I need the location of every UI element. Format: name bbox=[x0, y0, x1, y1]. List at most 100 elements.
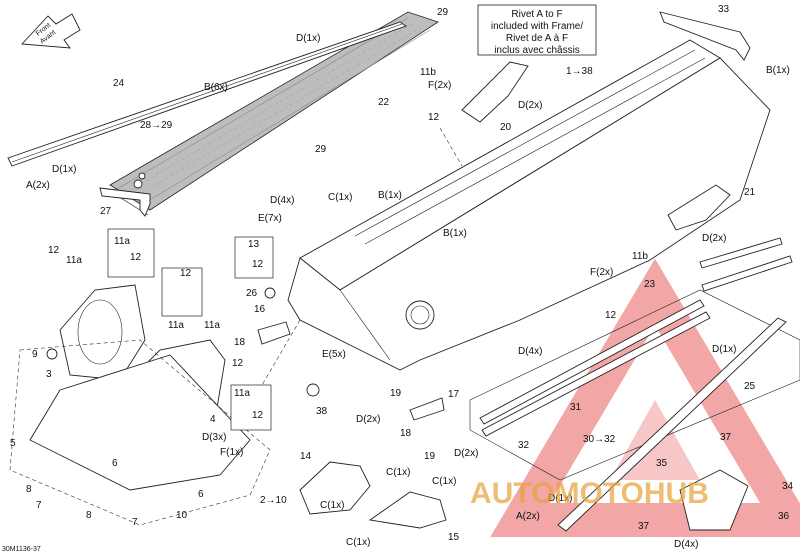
watermark-triangle bbox=[490, 258, 800, 537]
callout-c1x-c: C(1x) bbox=[432, 476, 456, 487]
callout-15: 15 bbox=[448, 532, 460, 543]
callout-6a: 6 bbox=[112, 458, 118, 469]
callout-d1x-left: D(1x) bbox=[52, 164, 76, 175]
callout-21: 21 bbox=[744, 187, 756, 198]
callout-c1x-top: C(1x) bbox=[328, 192, 352, 203]
callout-d1x-low: D(1x) bbox=[548, 493, 572, 504]
callout-11b-top: 11b bbox=[420, 67, 436, 78]
callout-12-top: 12 bbox=[428, 112, 440, 123]
callout-b1x-top: B(1x) bbox=[378, 190, 402, 201]
detail-box-mid bbox=[230, 384, 272, 431]
callout-a2x-low: A(2x) bbox=[516, 511, 540, 522]
callout-32: 32 bbox=[518, 440, 530, 451]
part-38 bbox=[306, 383, 320, 397]
callout-1-38: 1→38 bbox=[566, 66, 593, 77]
callout-9: 9 bbox=[32, 349, 38, 360]
callout-11a-box: 11a bbox=[234, 388, 250, 399]
plate-20 bbox=[461, 61, 529, 123]
callout-29b: 29 bbox=[315, 144, 327, 155]
callout-12-grid: 12 bbox=[180, 268, 192, 279]
callout-27: 27 bbox=[100, 206, 112, 217]
figure-code: 30M1136-37 bbox=[2, 546, 41, 553]
note-line-4: inclus avec châssis bbox=[494, 45, 580, 56]
callout-f2x-right: F(2x) bbox=[590, 267, 613, 278]
callout-7b: 7 bbox=[132, 517, 138, 528]
motor-plate bbox=[59, 284, 146, 381]
part-26 bbox=[264, 287, 276, 299]
callout-23: 23 bbox=[644, 279, 656, 290]
callout-12-mid: 12 bbox=[232, 358, 244, 369]
runner-24 bbox=[7, 21, 407, 167]
runner-25 bbox=[557, 317, 787, 532]
callout-5: 5 bbox=[10, 438, 16, 449]
plate-21 bbox=[667, 184, 731, 231]
part-9 bbox=[46, 348, 58, 360]
callout-6b: 6 bbox=[198, 489, 204, 500]
callout-33: 33 bbox=[718, 4, 730, 15]
note-line-3: Rivet de A à F bbox=[506, 33, 568, 44]
rear-bumper bbox=[679, 469, 749, 531]
detail-box-grid bbox=[161, 267, 203, 317]
callout-11a-grid: 11a bbox=[168, 320, 184, 331]
main-frame bbox=[229, 39, 771, 441]
callout-10: 10 bbox=[176, 510, 188, 521]
detail-box-12-11a bbox=[107, 228, 155, 278]
callout-e5x: E(5x) bbox=[322, 349, 346, 360]
callout-3: 3 bbox=[46, 369, 52, 380]
callout-b1x-33: B(1x) bbox=[766, 65, 790, 76]
callout-36: 36 bbox=[778, 511, 790, 522]
callout-d4x-low: D(4x) bbox=[674, 539, 698, 550]
callout-c1x-a: C(1x) bbox=[386, 467, 410, 478]
callout-11a-l1: 11a bbox=[66, 255, 82, 266]
callout-8b: 8 bbox=[86, 510, 92, 521]
callout-37a: 37 bbox=[720, 432, 732, 443]
callout-e7x: E(7x) bbox=[258, 213, 282, 224]
callout-34: 34 bbox=[782, 481, 794, 492]
note-line-1: Rivet A to F bbox=[511, 9, 562, 20]
callout-29a: 29 bbox=[437, 7, 449, 18]
callout-35: 35 bbox=[656, 458, 668, 469]
callout-b1x-mid: B(1x) bbox=[443, 228, 467, 239]
callout-24: 24 bbox=[113, 78, 125, 89]
callout-38: 38 bbox=[316, 406, 328, 417]
callout-14: 14 bbox=[300, 451, 312, 462]
callout-11a-l2: 11a bbox=[114, 236, 130, 247]
callout-f1x: F(1x) bbox=[220, 447, 243, 458]
callout-25: 25 bbox=[744, 381, 756, 392]
callout-d2x-19b: D(2x) bbox=[454, 448, 478, 459]
part-14 bbox=[299, 461, 371, 515]
slider-box bbox=[469, 237, 800, 481]
callout-12-red: 12 bbox=[605, 310, 617, 321]
callout-a2x-left: A(2x) bbox=[26, 180, 50, 191]
watermark-text: AUTOMOTOHUB bbox=[470, 477, 709, 510]
callout-11a-mid: 11a bbox=[204, 320, 220, 331]
callout-d3x: D(3x) bbox=[202, 432, 226, 443]
rivet-note-box: Rivet A to F included with Frame/ Rivet … bbox=[477, 4, 597, 56]
callout-12-13: 12 bbox=[252, 259, 264, 270]
callout-30-32: 30→32 bbox=[583, 434, 616, 445]
callout-d2x-19: D(2x) bbox=[356, 414, 380, 425]
part-15 bbox=[368, 491, 447, 529]
bracket-16 bbox=[257, 321, 291, 345]
callout-26: 26 bbox=[246, 288, 258, 299]
callout-19-low: 19 bbox=[424, 451, 436, 462]
callout-12-box: 12 bbox=[252, 410, 264, 421]
skid-plate bbox=[9, 339, 271, 526]
callout-13: 13 bbox=[248, 239, 260, 250]
callout-d4x-mid: D(4x) bbox=[518, 346, 542, 357]
callout-12-l1: 12 bbox=[48, 245, 60, 256]
detail-box-13 bbox=[234, 236, 274, 279]
bracket-17 bbox=[409, 397, 445, 421]
callout-18-top: 18 bbox=[234, 337, 246, 348]
callout-4: 4 bbox=[210, 414, 216, 425]
callout-d1x-25: D(1x) bbox=[712, 344, 736, 355]
callout-18-low: 18 bbox=[400, 428, 412, 439]
callout-7a: 7 bbox=[36, 500, 42, 511]
callout-37b: 37 bbox=[638, 521, 650, 532]
callout-19-top: 19 bbox=[390, 388, 402, 399]
callout-16: 16 bbox=[254, 304, 266, 315]
callout-f2x-top: F(2x) bbox=[428, 80, 451, 91]
callout-2-10: 2→10 bbox=[260, 495, 287, 506]
